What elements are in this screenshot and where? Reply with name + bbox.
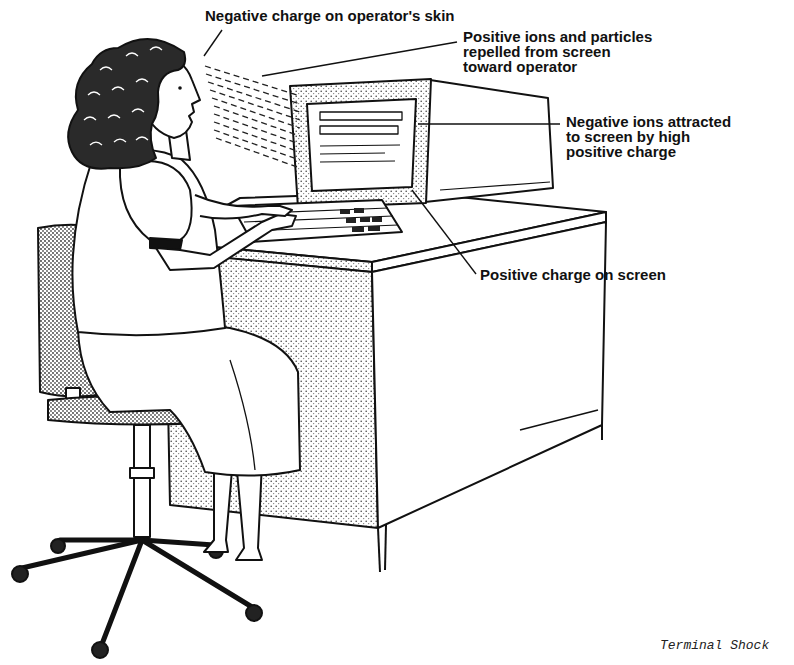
callout-label-box: Positive ions and particles repelled fro…: [463, 29, 659, 74]
caption: Terminal Shock: [660, 638, 769, 653]
callout-label: Positive charge on screen: [480, 267, 720, 282]
caption-box: Terminal Shock: [660, 638, 769, 653]
operator: [68, 39, 300, 560]
callout-label-box: Positive charge on screen: [480, 267, 720, 282]
callout-label: Negative ions attracted to screen by hig…: [566, 114, 744, 159]
ion-stream: [205, 66, 300, 168]
callout-label-box: Negative ions attracted to screen by hig…: [566, 114, 744, 159]
callout-label-box: Negative charge on operator's skin: [205, 8, 475, 23]
callout-label: Positive ions and particles repelled fro…: [463, 29, 659, 74]
callout-label: Negative charge on operator's skin: [205, 8, 475, 23]
